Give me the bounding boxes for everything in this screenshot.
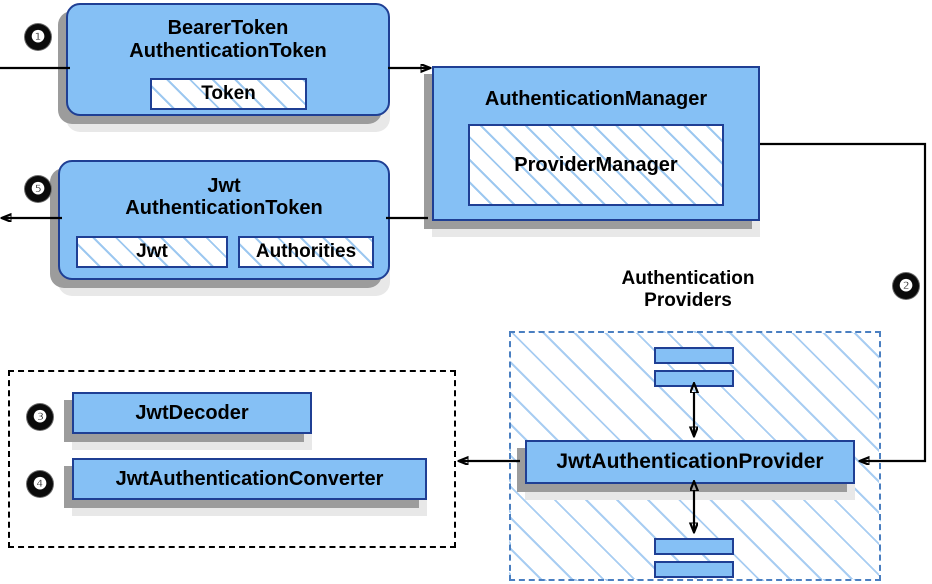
jwt-chip-label: Jwt (136, 241, 168, 262)
step-marker-5: ❺ (25, 176, 51, 202)
authentication-providers-title-line1: Authentication (621, 268, 755, 289)
bearer-token-authentication-token-node[interactable]: BearerToken AuthenticationToken (66, 3, 390, 116)
provider-stack-bar-bottom-1 (654, 538, 734, 555)
jwt-authentication-provider-node[interactable]: JwtAuthenticationProvider (525, 440, 855, 484)
jwt-chip[interactable]: Jwt (76, 236, 228, 268)
step-marker-2: ❷ (893, 273, 919, 299)
jwt-decoder-label: JwtDecoder (135, 401, 249, 424)
authorities-chip[interactable]: Authorities (238, 236, 374, 268)
jwt-decoder-node[interactable]: JwtDecoder (72, 392, 312, 434)
provider-stack-bar-top-1 (654, 347, 734, 364)
jwt-authentication-converter-label: JwtAuthenticationConverter (115, 467, 384, 490)
token-chip[interactable]: Token (150, 78, 307, 110)
jwt-authentication-converter-node[interactable]: JwtAuthenticationConverter (72, 458, 427, 500)
bearer-token-label-line1: BearerToken (167, 17, 289, 40)
authentication-providers-title: Authentication Providers (560, 268, 816, 312)
jwt-authentication-token-label-line2: AuthenticationToken (125, 197, 323, 219)
jwt-authentication-token-label-line1: Jwt (207, 174, 241, 197)
bearer-token-label-line2: AuthenticationToken (129, 39, 327, 62)
step-marker-1: ❶ (25, 24, 51, 50)
provider-manager-chip[interactable]: ProviderManager (468, 124, 724, 206)
provider-stack-bar-top-2 (654, 370, 734, 387)
authentication-manager-label: AuthenticationManager (484, 88, 708, 110)
authentication-providers-title-line2: Providers (644, 289, 732, 311)
provider-stack-bar-bottom-2 (654, 561, 734, 578)
step-marker-4: ❹ (27, 471, 53, 497)
step-marker-3: ❸ (27, 404, 53, 430)
jwt-authentication-provider-label: JwtAuthenticationProvider (556, 450, 824, 474)
provider-manager-label: ProviderManager (514, 153, 678, 176)
jwt-support-components-region (8, 370, 456, 548)
token-chip-label: Token (201, 83, 256, 104)
authorities-chip-label: Authorities (255, 241, 357, 262)
